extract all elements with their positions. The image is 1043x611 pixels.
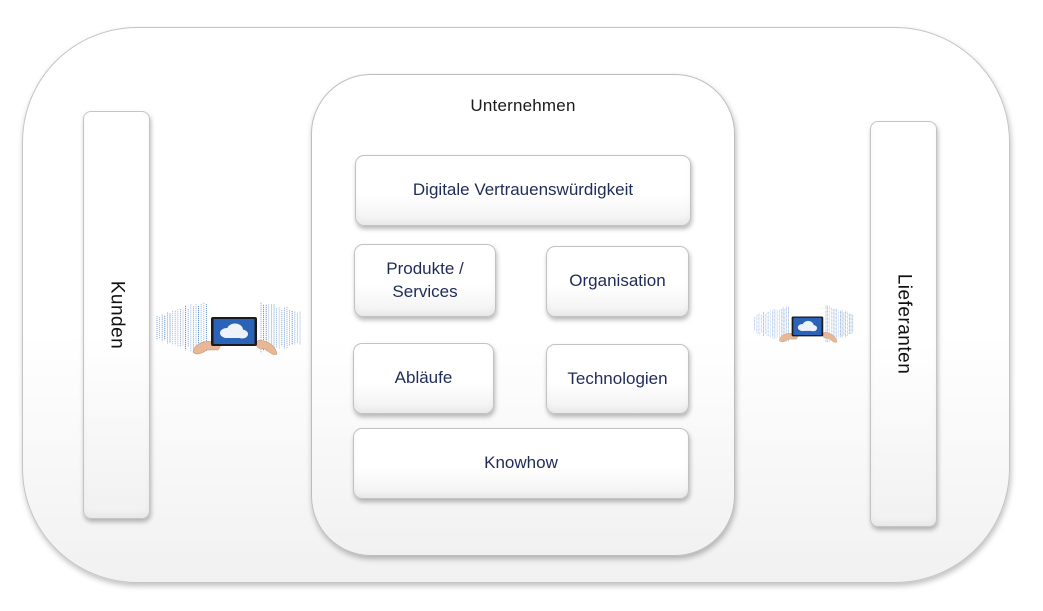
suppliers-panel: Lieferanten xyxy=(870,121,937,527)
block-technology-label: Technologien xyxy=(567,368,668,388)
customers-panel: Kunden xyxy=(83,111,150,519)
right-hand xyxy=(254,339,278,355)
data-stream-right xyxy=(754,305,854,343)
block-products-services-label: Produkte / Services xyxy=(386,258,464,301)
company-title: Unternehmen xyxy=(470,96,576,115)
tablet-cloud-data-icon xyxy=(156,302,301,355)
block-organisation: Organisation xyxy=(546,246,689,317)
block-processes-label: Abläufe xyxy=(394,368,453,388)
tablet-cloud-data-icon xyxy=(754,305,854,343)
block-organisation-label: Organisation xyxy=(569,271,666,291)
block-knowhow: Knowhow xyxy=(353,428,689,499)
customers-label: Kunden xyxy=(106,280,128,350)
cloud-icon xyxy=(220,323,248,339)
block-products-services: Produkte / Services xyxy=(354,244,496,317)
block-digital-trust: Digitale Vertrauenswürdigkeit xyxy=(355,155,691,226)
block-technology: Technologien xyxy=(546,344,689,414)
block-knowhow-label: Knowhow xyxy=(484,453,558,473)
cloud-icon xyxy=(797,320,818,332)
right-hand xyxy=(821,332,838,343)
suppliers-label: Lieferanten xyxy=(893,273,915,375)
block-digital-trust-label: Digitale Vertrauenswürdigkeit xyxy=(412,180,634,200)
block-processes: Abläufe xyxy=(353,343,494,414)
